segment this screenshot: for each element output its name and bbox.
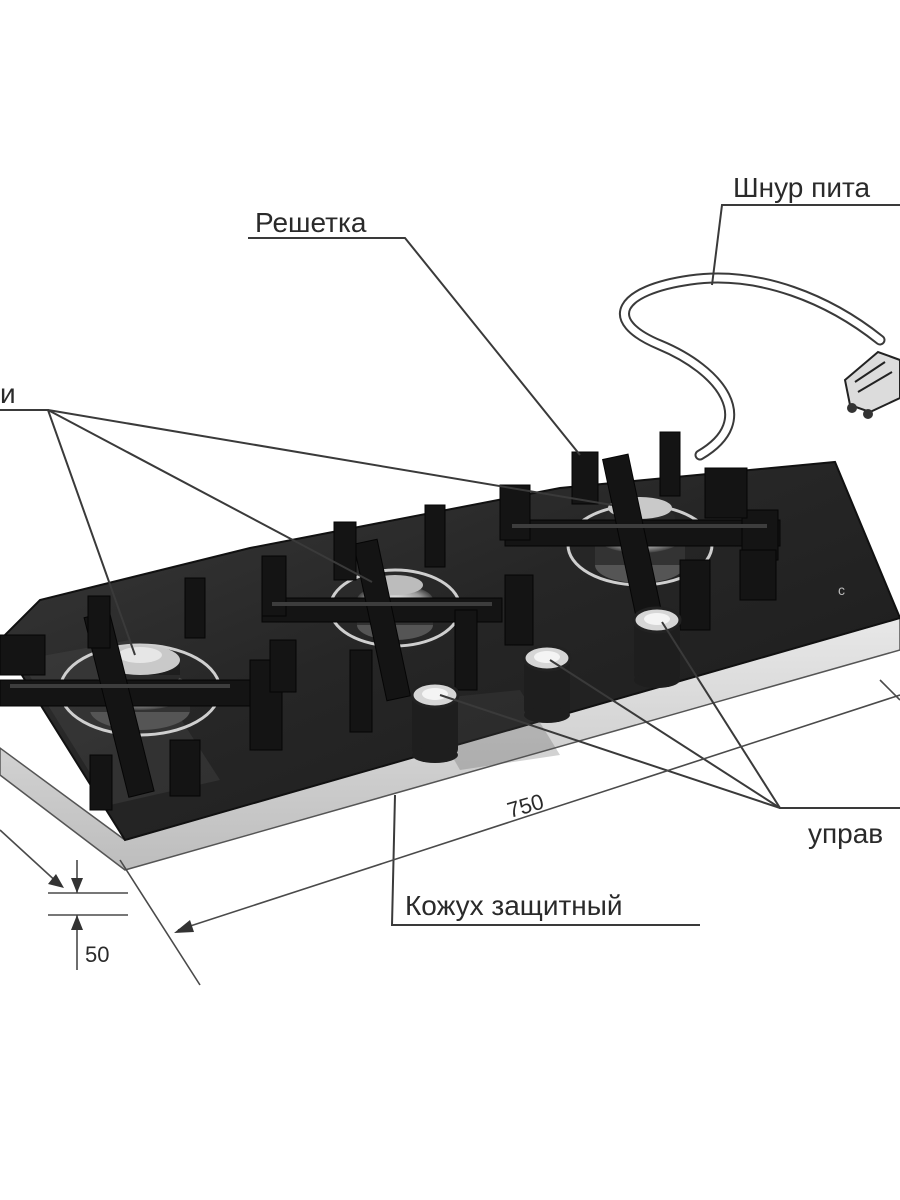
arrow-head [174,920,194,933]
arrow-head [71,878,83,893]
burners-label: и [0,378,16,409]
control-leader-2 [549,659,781,809]
grate-right [499,431,781,646]
controls-label: управ [808,818,883,849]
grate-label: Решетка [255,207,367,238]
dimension-lines [0,679,900,986]
casing-label: Кожух защитный [405,890,623,921]
power-cord [619,272,900,461]
burner-leader-2 [47,409,373,583]
power-cord-label: Шнур пита [733,172,870,203]
grate-left [0,577,283,811]
leader-lines [0,204,900,926]
height-dimension-label: 50 [85,942,109,967]
arrow-head [71,915,83,930]
control-knob-3 [632,606,682,688]
control-leader-3 [661,621,781,809]
casing-leader [390,794,700,926]
grate-leader [248,237,581,456]
plug-icon [843,350,900,419]
control-knob-2 [522,644,572,723]
control-knob-1 [410,681,460,763]
arrow-head [48,874,64,888]
brand-mark: c [838,582,845,598]
width-dimension-label: 750 [504,789,546,823]
cord-leader [711,204,900,286]
burner-leader-3 [47,409,613,506]
